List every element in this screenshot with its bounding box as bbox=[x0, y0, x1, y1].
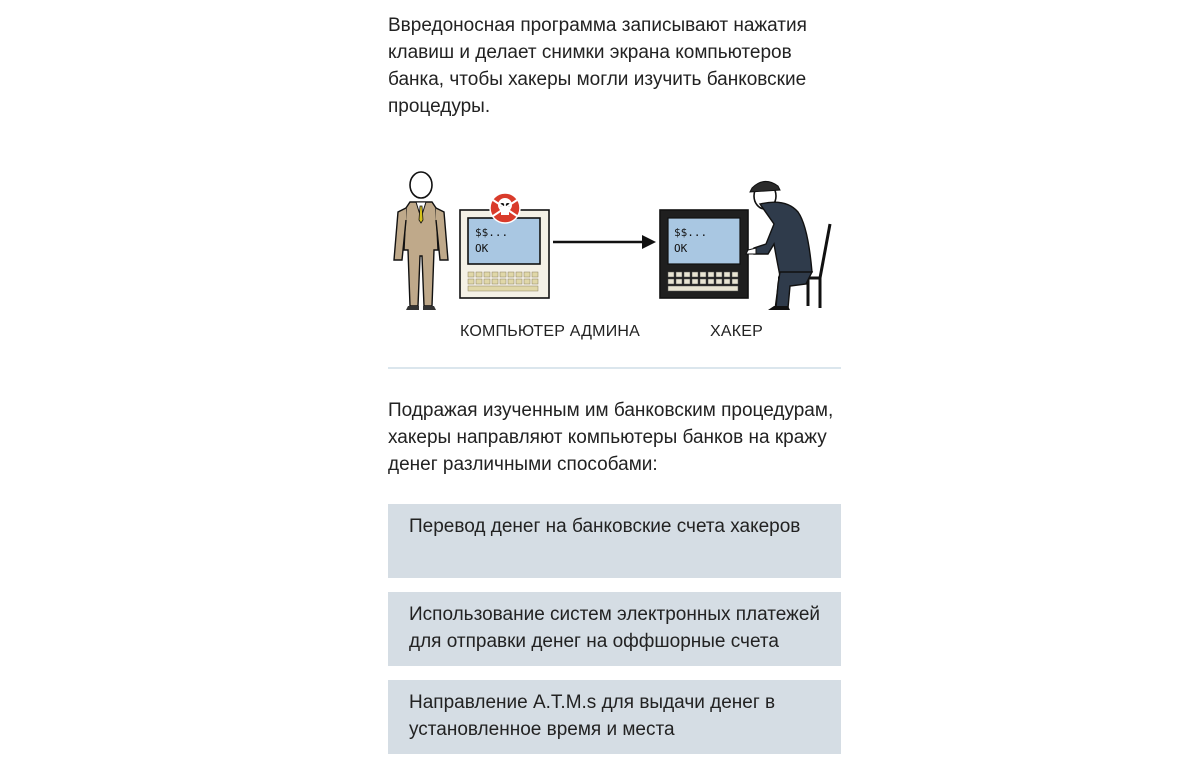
admin-screen-text-1: $$... bbox=[475, 226, 508, 239]
section-divider bbox=[388, 367, 841, 369]
hacker-screen-text-1: $$... bbox=[674, 226, 707, 239]
intro-paragraph: Ввредоносная программа записывают нажати… bbox=[388, 15, 807, 117]
skull-badge-icon bbox=[489, 192, 521, 224]
method-item-bank-transfer: Перевод денег на банковские счета хакеро… bbox=[388, 504, 841, 578]
admin-person-icon bbox=[393, 171, 449, 310]
arrow-right-icon bbox=[553, 235, 656, 249]
methods-intro-paragraph: Подражая изученным им банковским процеду… bbox=[388, 400, 834, 475]
hacker-person-icon bbox=[745, 181, 814, 310]
method-item-e-payments: Использование систем электронных платеже… bbox=[388, 592, 841, 666]
hacker-caption: ХАКЕР bbox=[710, 323, 764, 340]
admin-computer-caption: КОМПЬЮТЕР АДМИНА bbox=[460, 323, 641, 340]
malware-illustration: $$... OK $$... OK bbox=[393, 171, 832, 310]
hacker-screen-text-2: OK bbox=[674, 242, 688, 255]
method-item-atm: Направление A.T.M.s для выдачи денег в у… bbox=[388, 680, 841, 754]
hacker-computer-icon: $$... OK bbox=[659, 209, 749, 299]
infected-computer-icon: $$... OK bbox=[459, 209, 550, 299]
admin-screen-text-2: OK bbox=[475, 242, 489, 255]
